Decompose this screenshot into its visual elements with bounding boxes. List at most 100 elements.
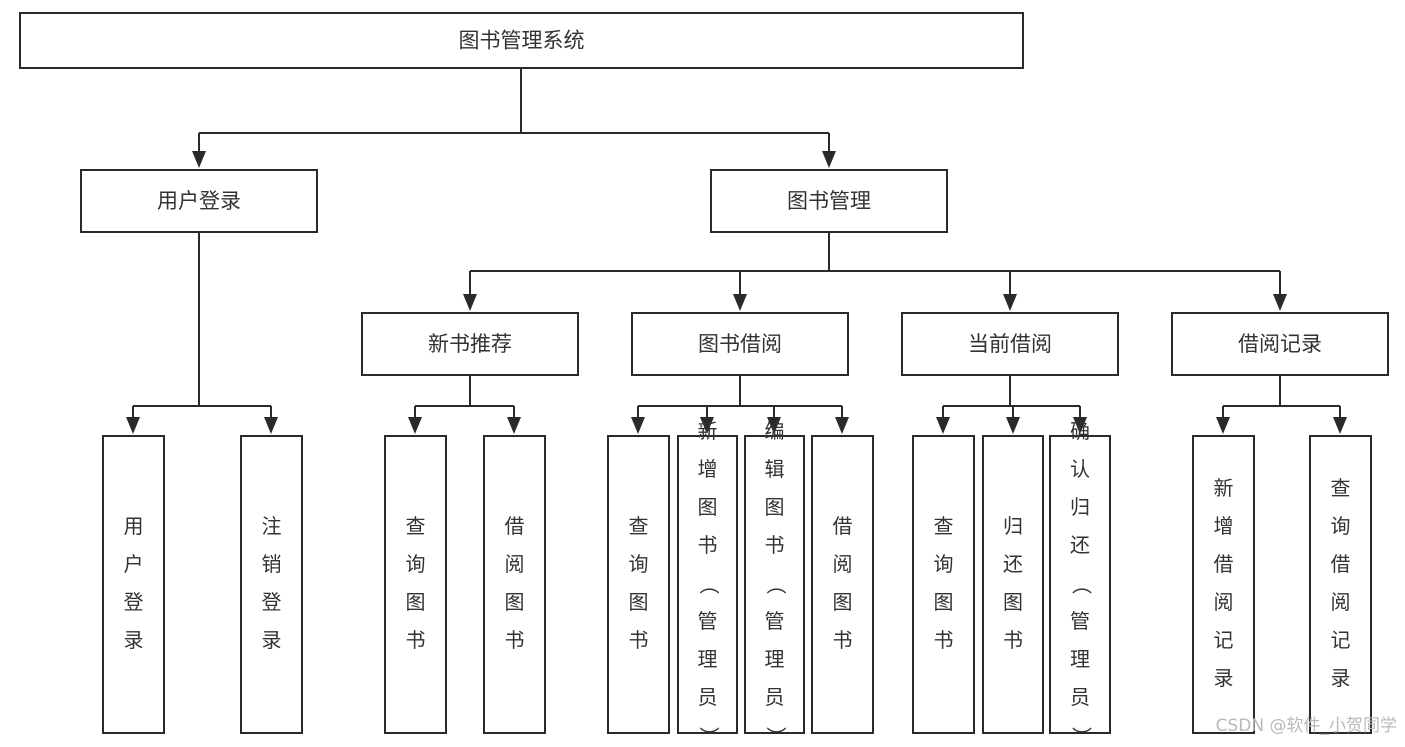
node-label-char: 登	[262, 590, 282, 614]
node-label-char: 借	[1214, 552, 1234, 576]
node-box	[810, 434, 875, 735]
node-label-char: 管	[698, 609, 718, 633]
connector-c-nr-to-borrow	[507, 406, 521, 434]
node-box	[383, 434, 448, 735]
node-box	[101, 434, 166, 735]
connector-c-bb-to-borrow	[835, 406, 849, 434]
node-label-char: 辑	[765, 457, 785, 481]
node-box	[630, 311, 850, 377]
connectors-layer	[126, 68, 1347, 434]
connector-c-bb-to-query	[631, 406, 645, 434]
node-box	[743, 434, 806, 735]
connector-c-bm-to-current	[1003, 271, 1017, 311]
node-box	[1048, 434, 1112, 735]
node-label: 新书推荐	[428, 332, 512, 356]
node-label-char: 询	[934, 552, 954, 576]
node-label-char: 新	[698, 419, 718, 443]
node-label-char: 询	[406, 552, 426, 576]
node-label-char: 查	[406, 514, 426, 538]
node-label-char: 图	[505, 590, 525, 614]
node-label-char: 理	[698, 647, 718, 671]
node-box	[676, 434, 739, 735]
node-label-char: 员	[1070, 685, 1090, 709]
node-label-char: 图	[833, 590, 853, 614]
node-box	[239, 434, 304, 735]
connector-c-cb-to-query	[936, 406, 950, 434]
node-label-char: （	[764, 575, 788, 595]
connector-c-bm-to-borrow	[733, 271, 747, 311]
node-root[interactable]: 图书管理系统	[18, 11, 1025, 70]
connector-c-ul-to-login	[126, 406, 140, 434]
node-current-borrow[interactable]: 当前借阅	[900, 311, 1120, 377]
node-box	[606, 434, 671, 735]
node-label-char: 录	[1214, 666, 1234, 690]
node-label-char: 图	[1003, 590, 1023, 614]
node-label-char: 录	[124, 628, 144, 652]
node-label-char: 编	[765, 419, 785, 443]
nodes-layer: 图书管理系统用户登录图书管理新书推荐图书借阅当前借阅借阅记录用户登录注销登录查询…	[18, 11, 1390, 747]
csdn-watermark: CSDN @软件_小贺同学	[1216, 716, 1397, 736]
node-box	[1308, 434, 1373, 735]
node-box	[18, 11, 1025, 70]
node-label-char: 用	[124, 514, 144, 538]
node-label-char: 书	[934, 628, 954, 652]
node-label: 图书管理	[787, 189, 871, 213]
node-label-char: 员	[765, 685, 785, 709]
node-label: 图书借阅	[698, 332, 782, 356]
node-label-char: 查	[1331, 476, 1351, 500]
node-label-char: 书	[629, 628, 649, 652]
node-label-char: 记	[1214, 628, 1234, 652]
node-label-char: 询	[629, 552, 649, 576]
node-label-char: 询	[1331, 514, 1351, 538]
node-leaf-user-login[interactable]: 用户登录	[101, 434, 166, 735]
node-label-char: ）	[697, 727, 721, 747]
node-label-char: 认	[1070, 457, 1090, 481]
connector-c-bb-to-add	[700, 406, 714, 434]
node-label-char: （	[1070, 575, 1094, 595]
node-box	[981, 434, 1045, 735]
node-box	[360, 311, 580, 377]
node-label-char: 阅	[833, 552, 853, 576]
node-label-char: 阅	[505, 552, 525, 576]
node-label-char: 书	[765, 533, 785, 557]
node-label-char: 借	[1331, 552, 1351, 576]
node-label-char: 新	[1214, 476, 1234, 500]
node-label-char: 图	[629, 590, 649, 614]
node-borrow-record[interactable]: 借阅记录	[1170, 311, 1390, 377]
node-label-char: 书	[698, 533, 718, 557]
node-label: 用户登录	[157, 189, 241, 213]
node-box	[1170, 311, 1390, 377]
connector-c-bm-to-record	[1273, 271, 1287, 311]
node-user-login[interactable]: 用户登录	[79, 168, 319, 234]
connector-c-bm-to-recommend	[463, 271, 477, 311]
node-label-char: 还	[1070, 533, 1090, 557]
node-label: 图书管理系统	[459, 29, 585, 53]
node-label-char: 还	[1003, 552, 1023, 576]
node-label-char: 书	[505, 628, 525, 652]
node-new-book-recommend[interactable]: 新书推荐	[360, 311, 580, 377]
node-label-char: 查	[934, 514, 954, 538]
node-label-char: 户	[124, 552, 144, 576]
node-label-char: 图	[406, 590, 426, 614]
node-book-manage[interactable]: 图书管理	[709, 168, 949, 234]
node-label-char: 登	[124, 590, 144, 614]
node-label-char: 管	[1070, 609, 1090, 633]
node-book-borrow[interactable]: 图书借阅	[630, 311, 850, 377]
node-label-char: 管	[765, 609, 785, 633]
node-box	[911, 434, 976, 735]
node-label-char: 书	[1003, 628, 1023, 652]
